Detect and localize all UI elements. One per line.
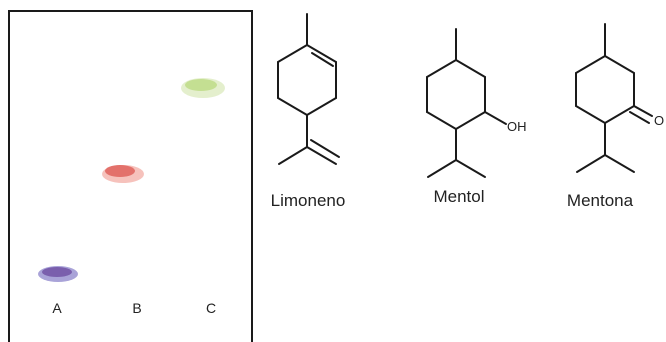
molecule-name-mentol: Mentol bbox=[433, 187, 484, 206]
molecule-name-mentona: Mentona bbox=[567, 191, 634, 210]
spot-a bbox=[38, 266, 78, 282]
spot-b bbox=[102, 165, 144, 183]
limoneno-skeleton bbox=[277, 13, 340, 165]
molecule-name-limoneno: Limoneno bbox=[271, 191, 346, 210]
lane-label-b: B bbox=[132, 300, 141, 316]
spot-c-core bbox=[185, 79, 217, 91]
mentol-skeleton bbox=[426, 28, 507, 178]
mentona-skeleton bbox=[575, 23, 653, 173]
spot-c bbox=[181, 78, 225, 98]
molecule-mentona: O Mentona bbox=[567, 23, 664, 210]
lane-label-a: A bbox=[52, 300, 62, 316]
tlc-plate: A B C bbox=[8, 10, 253, 342]
spot-b-core bbox=[105, 165, 135, 177]
mentol-hydroxyl-label: OH bbox=[507, 119, 527, 134]
mentona-carbonyl-label: O bbox=[654, 113, 664, 128]
molecule-mentol: OH Mentol bbox=[426, 28, 527, 206]
molecule-limoneno: Limoneno bbox=[271, 13, 346, 210]
lane-label-c: C bbox=[206, 300, 216, 316]
spot-a-core bbox=[42, 267, 72, 277]
